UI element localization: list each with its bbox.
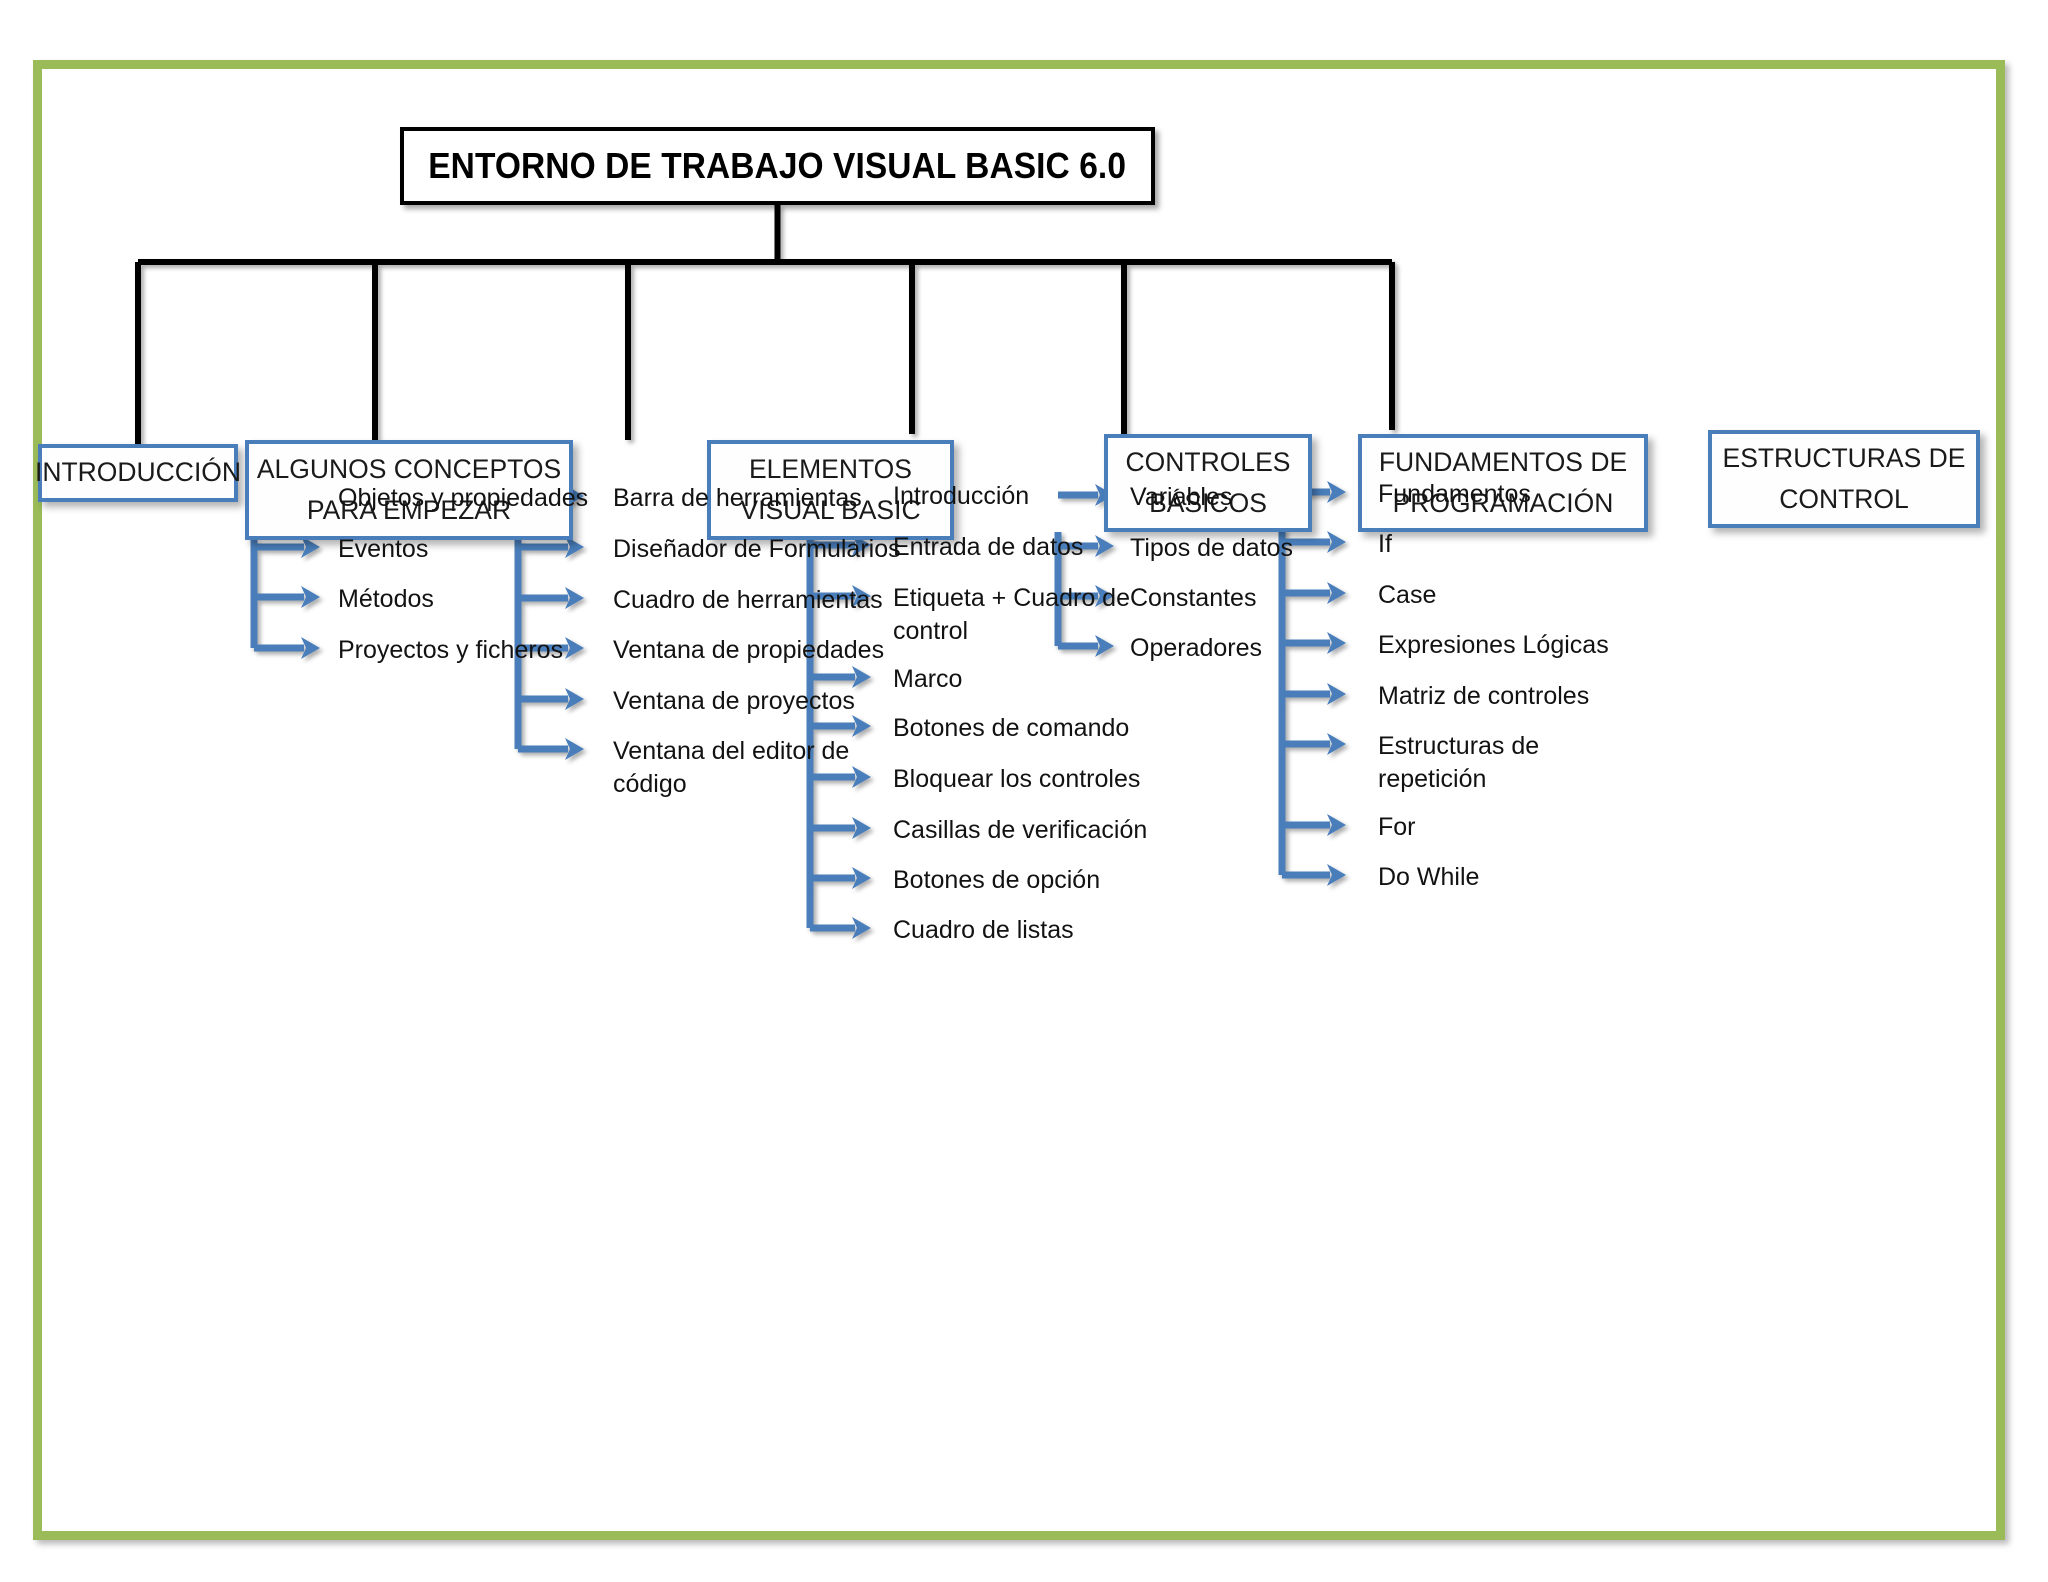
arrow-right-icon xyxy=(1327,814,1346,836)
branch-node-conceptos[interactable]: ALGUNOS CONCEPTOS PARA EMPEZAR xyxy=(245,440,573,540)
branch-label-introduccion: INTRODUCCIÓN xyxy=(34,457,242,488)
leaf-label-conceptos-0[interactable]: Objetos y propiedades xyxy=(338,484,589,512)
arrow-right-icon xyxy=(852,666,871,688)
arrow-right-icon xyxy=(565,637,584,659)
arrow-right-icon xyxy=(1327,632,1346,654)
leaf-label-estructuras-3[interactable]: Expresiones Lógicas xyxy=(1378,631,1609,659)
branch-node-elementos[interactable]: ELEMENTOS VISUAL BASIC xyxy=(707,440,954,540)
leaf-label-estructuras-1[interactable]: If xyxy=(1378,530,1392,558)
leaf-label-controles-6[interactable]: Casillas de verificación xyxy=(893,816,1148,844)
arrow-right-icon xyxy=(301,586,320,608)
arrow-right-icon xyxy=(1327,582,1346,604)
branch-node-estructuras[interactable]: ESTRUCTURAS DE CONTROL xyxy=(1708,430,1980,528)
arrow-right-icon xyxy=(852,867,871,889)
leaf-label-estructuras-2[interactable]: Case xyxy=(1378,581,1437,609)
arrow-right-icon xyxy=(1327,733,1346,755)
leaf-label-controles-4[interactable]: Botones de comando xyxy=(893,714,1130,742)
branch-label-conceptos: ALGUNOS CONCEPTOS PARA EMPEZAR xyxy=(256,453,562,525)
arrow-right-icon xyxy=(852,766,871,788)
branch-node-controles[interactable]: CONTROLES BÁSICOS xyxy=(1104,434,1312,532)
leaf-label-controles-7[interactable]: Botones de opción xyxy=(893,866,1101,894)
leaf-label-fundamentos-1[interactable]: Tipos de datos xyxy=(1130,534,1294,562)
arrow-right-icon xyxy=(1327,683,1346,705)
arrow-right-icon xyxy=(301,637,320,659)
arrow-right-icon xyxy=(852,715,871,737)
green-border-frame xyxy=(33,60,2005,1540)
branch-node-introduccion[interactable]: INTRODUCCIÓN xyxy=(35,444,241,502)
leaf-label-elementos-3[interactable]: Ventana de propiedades xyxy=(613,636,885,664)
leaf-label-controles-1[interactable]: Entrada de datos xyxy=(893,533,1084,561)
leaf-label-elementos-2[interactable]: Cuadro de herramientas xyxy=(613,586,883,614)
arrow-right-icon xyxy=(565,738,584,760)
arrow-right-icon xyxy=(852,917,871,939)
arrow-right-icon xyxy=(1327,531,1346,553)
arrow-right-icon xyxy=(1095,585,1114,607)
leaf-label-estructuras-0[interactable]: Fundamentos xyxy=(1378,480,1531,508)
arrow-right-icon xyxy=(565,587,584,609)
arrow-right-icon xyxy=(852,817,871,839)
leaf-label-controles-3[interactable]: Marco xyxy=(893,665,963,693)
branch-label-fundamentos: FUNDAMENTOS DE PROGRAMACIÓN xyxy=(1378,446,1628,518)
leaf-label-controles-5[interactable]: Bloquear los controles xyxy=(893,765,1141,793)
leaf-label-estructuras-5[interactable]: Estructuras de repetición xyxy=(1378,732,1540,793)
arrow-right-icon xyxy=(565,536,584,558)
arrow-right-icon xyxy=(852,585,871,607)
leaf-label-estructuras-6[interactable]: For xyxy=(1378,813,1416,841)
leaf-label-elementos-0[interactable]: Barra de herramientas xyxy=(613,484,862,512)
arrow-right-icon xyxy=(1095,535,1114,557)
leaf-label-conceptos-1[interactable]: Eventos xyxy=(338,535,429,563)
branch-label-controles: CONTROLES BÁSICOS xyxy=(1125,446,1291,518)
leaf-label-elementos-1[interactable]: Diseñador de Formularios xyxy=(613,535,901,563)
leaf-label-elementos-4[interactable]: Ventana de proyectos xyxy=(613,687,855,715)
arrow-right-icon xyxy=(1095,635,1114,657)
leaf-label-fundamentos-2[interactable]: Constantes xyxy=(1130,584,1257,612)
leaf-label-controles-0[interactable]: Introducción xyxy=(893,482,1030,510)
branch-label-estructuras: ESTRUCTURAS DE CONTROL xyxy=(1722,442,1966,514)
arrow-right-icon xyxy=(301,536,320,558)
arrow-right-icon xyxy=(1327,864,1346,886)
leaf-label-conceptos-3[interactable]: Proyectos y ficheros xyxy=(338,636,564,664)
leaf-label-estructuras-7[interactable]: Do While xyxy=(1378,863,1480,891)
root-node-label: ENTORNO DE TRABAJO VISUAL BASIC 6.0 xyxy=(428,145,1127,186)
leaf-label-controles-2[interactable]: Etiqueta + Cuadro de control xyxy=(893,584,1130,645)
arrow-right-icon xyxy=(565,688,584,710)
leaf-label-fundamentos-0[interactable]: Variables xyxy=(1130,483,1233,511)
leaf-label-conceptos-2[interactable]: Métodos xyxy=(338,585,434,613)
branch-node-fundamentos[interactable]: FUNDAMENTOS DE PROGRAMACIÓN xyxy=(1358,434,1648,532)
leaf-label-estructuras-4[interactable]: Matriz de controles xyxy=(1378,682,1590,710)
leaf-label-controles-8[interactable]: Cuadro de listas xyxy=(893,916,1074,944)
branch-label-elementos: ELEMENTOS VISUAL BASIC xyxy=(740,453,921,525)
leaf-label-elementos-5[interactable]: Ventana del editor de código xyxy=(613,737,850,798)
arrow-right-icon xyxy=(1327,481,1346,503)
root-node-box[interactable]: ENTORNO DE TRABAJO VISUAL BASIC 6.0 xyxy=(400,127,1155,205)
leaf-label-fundamentos-3[interactable]: Operadores xyxy=(1130,634,1263,662)
